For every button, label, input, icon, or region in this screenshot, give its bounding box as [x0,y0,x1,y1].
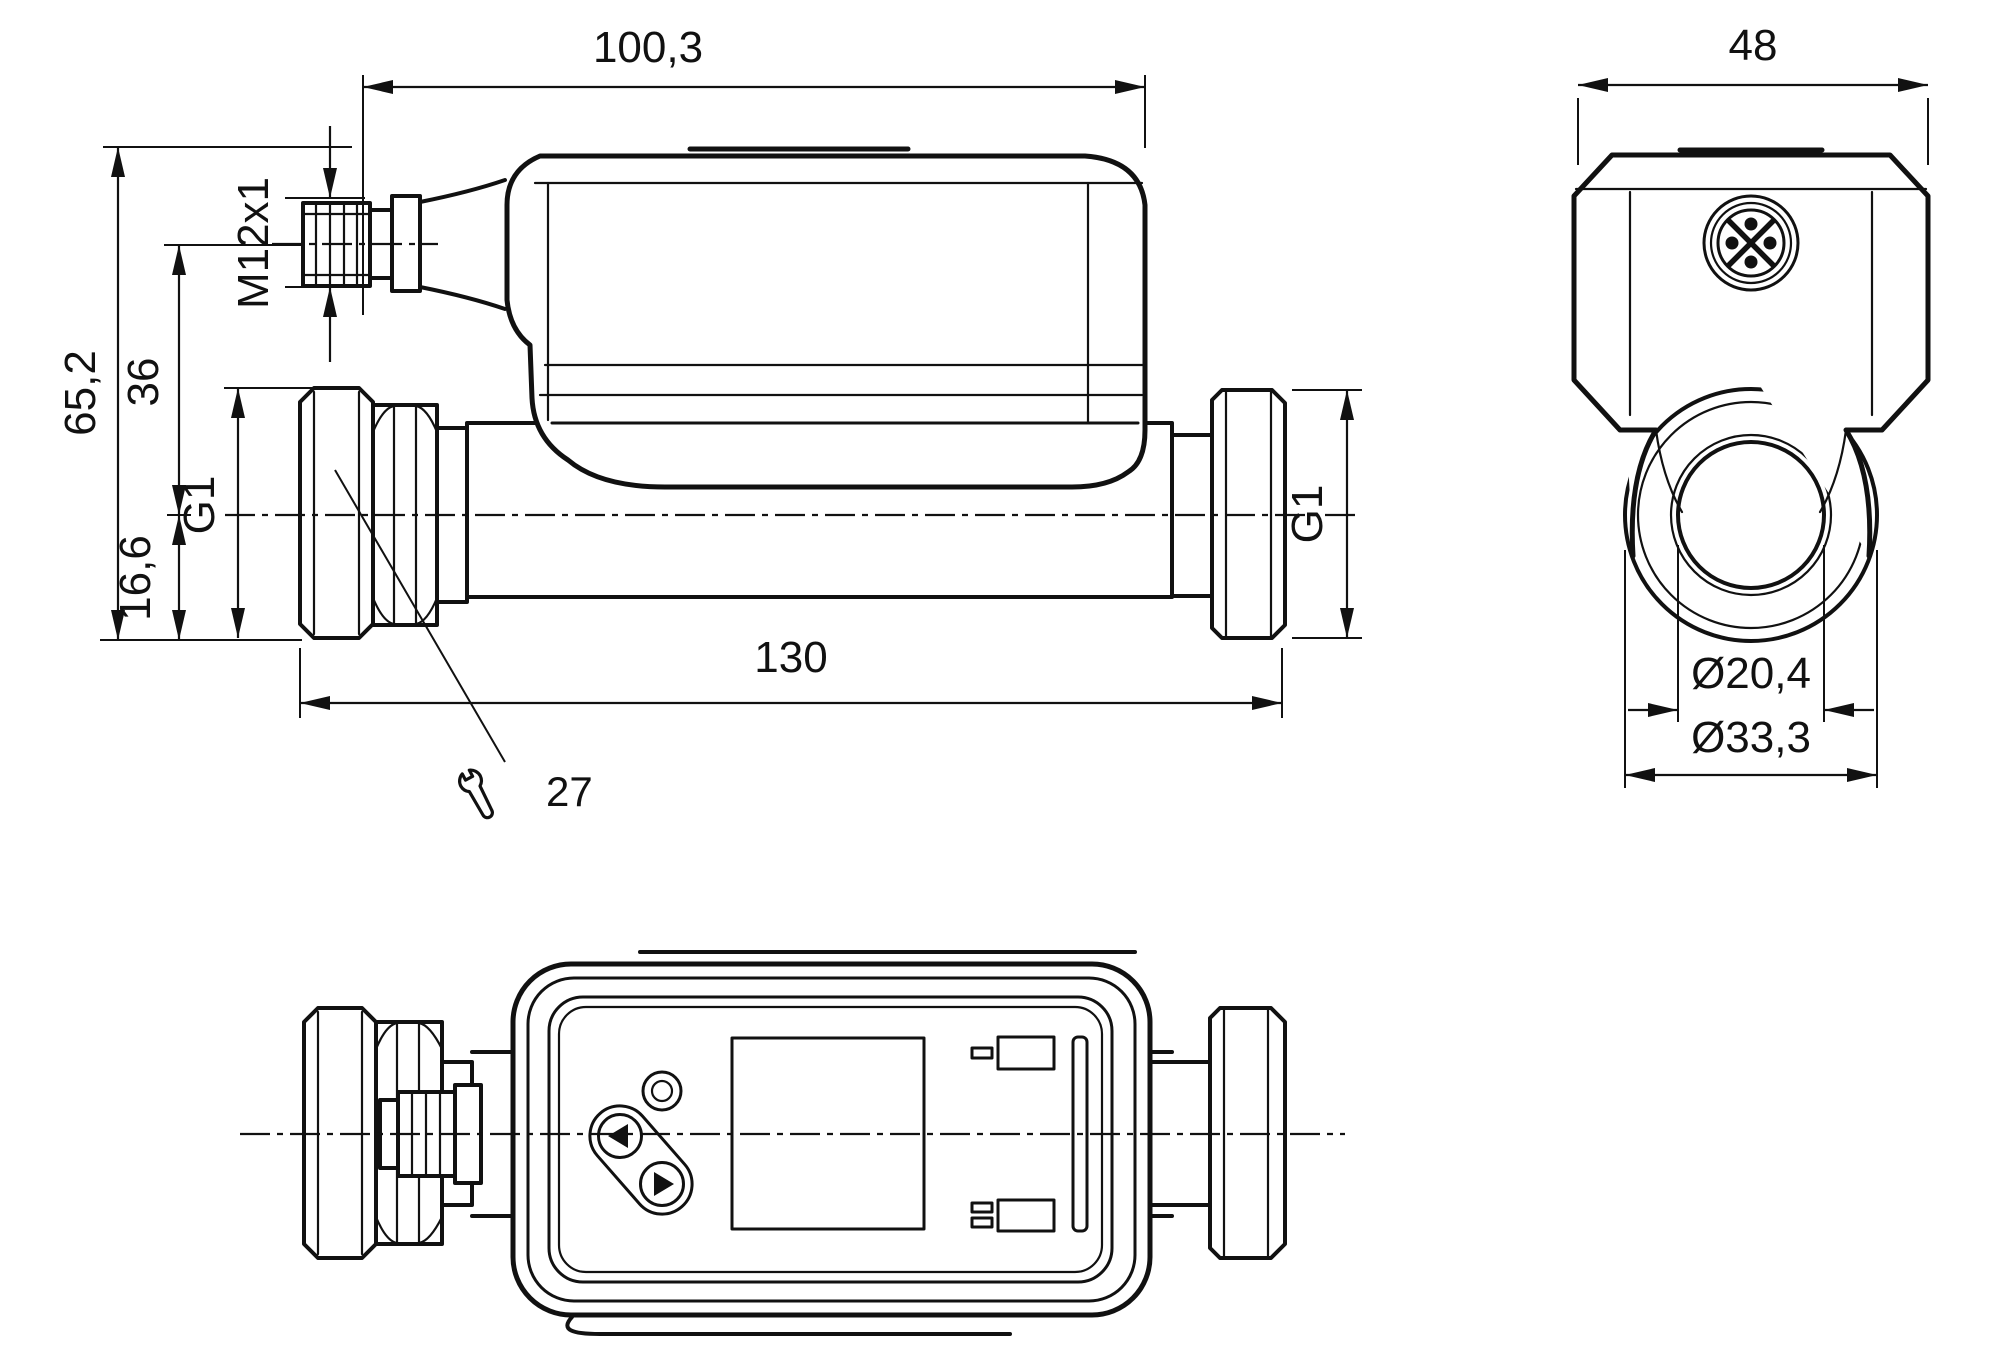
dim-body-length-label: 100,3 [593,23,703,72]
dim-port-left-label: G1 [175,476,224,535]
dim-overall-length-label: 130 [754,633,827,682]
port-bore-circle [1676,440,1826,590]
status-led [641,1070,683,1112]
dim-body-width-label: 48 [1729,21,1778,70]
indicator-dash-bottom-1 [970,1201,994,1214]
sensor-body [504,153,1148,490]
indicator-window-bottom [996,1198,1056,1233]
arrow-button-up[interactable] [597,1113,643,1159]
dim-bore-diameter-label: Ø20,4 [1691,649,1811,698]
dim-axis-height-label: 16,6 [111,535,160,621]
right-arrow-icon [654,1172,674,1196]
side-view: 100,3 65,2 36 16,6 M12x1 G1 [56,23,1362,820]
indicator-window-top [996,1035,1056,1071]
dim-port-right-label: G1 [1283,485,1332,544]
m12-connector-face-icon [1702,194,1800,292]
end-view: 48 Ø20,4 Ø33,3 [1571,21,1931,788]
front-body-bottom-lid [565,1315,1012,1336]
wrench-size-label: 27 [546,768,593,815]
connector-neck [418,178,507,311]
indicator-dash-top [970,1046,994,1060]
button-capsule [588,1104,694,1216]
end-view-body [1571,152,1931,559]
front-view [240,950,1345,1336]
dim-overall-height-label: 65,2 [56,350,105,436]
indicator-dash-bottom-2 [970,1216,994,1229]
dim-thread-diameter-label: Ø33,3 [1691,713,1811,762]
dim-connector-height-label: 36 [119,358,168,407]
wrench-leader-line [334,469,506,763]
left-arrow-icon [608,1124,628,1148]
front-body-outer [510,961,1153,1318]
left-port-cap [298,386,375,640]
wrench-icon [458,768,494,820]
label-slot-bar [1071,1035,1089,1233]
arrow-button-down[interactable] [639,1161,685,1207]
front-panel-border [547,995,1114,1284]
dim-connector-thread-label: M12x1 [229,177,278,309]
